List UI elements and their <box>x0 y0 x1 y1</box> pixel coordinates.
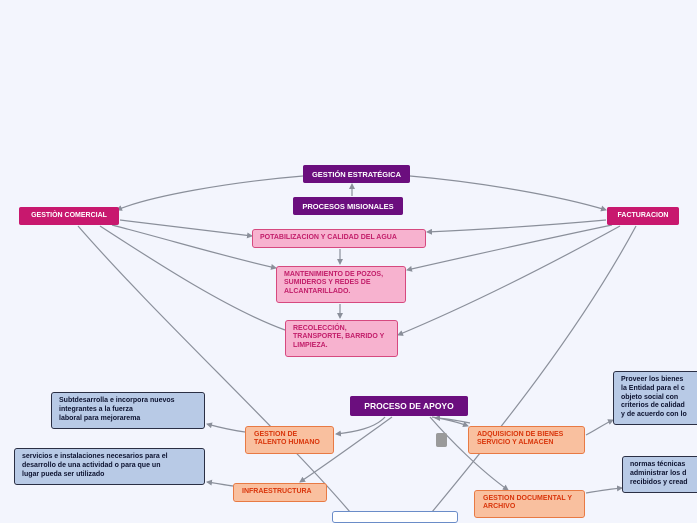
talento-humano-node[interactable]: GESTION DE TALENTO HUMANO <box>245 426 334 454</box>
edge-estrategica-comercial <box>116 175 304 211</box>
gestion-comercial-node[interactable]: GESTIÒN COMERCIAL <box>19 207 119 225</box>
note-talento: Subtdesarrolla e incorpora nuevos integr… <box>51 392 205 429</box>
edge-facturacion-mantenimiento <box>406 224 613 272</box>
adquisicion-node[interactable]: ADQUISICION DE BIENES SERVICIO Y ALMACEN <box>468 426 585 454</box>
facturacion-node[interactable]: FACTURACION <box>607 207 679 225</box>
collapse-handle-icon[interactable] <box>436 433 447 447</box>
edge-talento-note <box>206 422 246 433</box>
edge-facturacion-recoleccion <box>397 225 621 336</box>
edge-adquisicion-apoyo <box>434 415 471 424</box>
edge-estrategica-facturacion <box>409 175 607 212</box>
note-infraestructura: servicios e instalaciones necesarios par… <box>14 448 205 485</box>
potabilizacion-node[interactable]: POTABILIZACION Y CALIDAD DEL AGUA <box>252 229 426 248</box>
edge-infra-note <box>206 479 234 487</box>
mantenimiento-node[interactable]: MANTENIMIENTO DE POZOS, SUMIDEROS Y REDE… <box>276 266 406 303</box>
edge-comercial-recoleccion <box>99 225 286 331</box>
edge-comercial-down <box>77 225 351 513</box>
edge-apoyo-documental <box>429 416 509 491</box>
note-documental: normas técnicas administrar los d recibi… <box>622 456 697 493</box>
note-adquisicion: Proveer los bienes la Entidad para el c … <box>613 371 697 425</box>
edge-apoyo-infra <box>299 416 393 483</box>
proceso-apoyo-node[interactable]: PROCESO DE APOYO <box>350 396 468 416</box>
edge-comercial-potabilizacion <box>119 219 253 239</box>
partial-node-bottom[interactable] <box>332 511 458 523</box>
infraestructura-node[interactable]: INFRAESTRUCTURA <box>233 483 327 502</box>
edge-facturacion-down <box>431 225 637 513</box>
edge-adquisicion-note <box>585 419 614 436</box>
edge-comercial-mantenimiento <box>111 224 277 270</box>
edge-documental-note <box>585 485 623 494</box>
gestion-documental-node[interactable]: GESTION DOCUMENTAL Y ARCHIVO <box>474 490 585 518</box>
edge-apoyo-talento <box>335 416 386 437</box>
edge-facturacion-potabilizacion <box>426 219 607 235</box>
recoleccion-node[interactable]: RECOLECCIÓN, TRANSPORTE, BARRIDO Y LIMPI… <box>285 320 398 357</box>
gestion-estrategica-node[interactable]: GESTIÓN ESTRATÉGICA <box>303 165 410 183</box>
procesos-misionales-node[interactable]: PROCESOS MISIONALES <box>293 197 403 215</box>
